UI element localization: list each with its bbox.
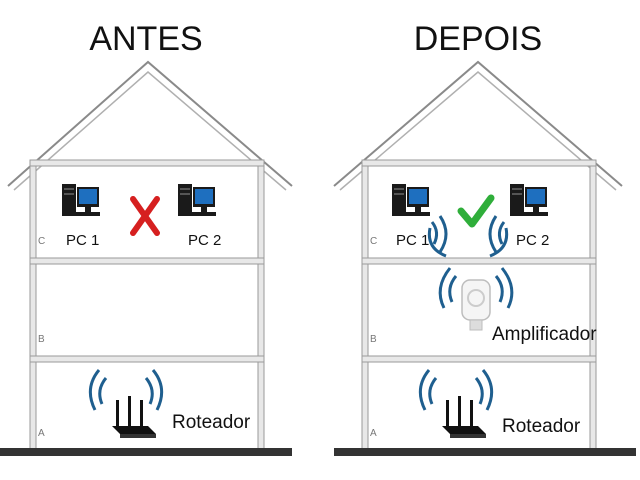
router-label-after: Roteador xyxy=(502,416,581,437)
house-before: ANTES C B A PC 1 PC 2 xyxy=(0,20,293,456)
ground-after xyxy=(334,448,636,456)
check-icon xyxy=(457,194,495,228)
roof-inner-before xyxy=(13,71,287,191)
slab-c-after xyxy=(361,257,597,265)
roof-inner-after xyxy=(339,71,617,191)
amplifier-label: Amplificador xyxy=(492,324,597,345)
router-label-before: Roteador xyxy=(172,412,251,433)
pc2-icon-after xyxy=(510,184,548,216)
ground-before xyxy=(0,448,292,456)
pc1-label-before: PC 1 xyxy=(66,232,99,249)
router-icon-before xyxy=(88,369,164,438)
floor-a-before: A xyxy=(38,428,45,439)
wall-left-before xyxy=(29,159,37,451)
pc2-icon-before xyxy=(178,184,216,216)
floor-b-before: B xyxy=(38,334,45,345)
wall-right-before xyxy=(257,159,265,451)
pc2-label-after: PC 2 xyxy=(516,232,549,249)
slab-b-after xyxy=(361,355,597,363)
slab-b-before xyxy=(29,355,265,363)
house-after: DEPOIS C B A PC 1 PC 2 xyxy=(333,20,636,456)
amplifier-icon xyxy=(438,267,514,331)
floor-b-after: B xyxy=(370,334,377,345)
floor-a-after: A xyxy=(370,428,377,439)
wall-right-after xyxy=(589,159,597,451)
slab-top-after xyxy=(361,159,597,167)
pc1-label-after: PC 1 xyxy=(396,232,429,249)
title-after: DEPOIS xyxy=(414,20,542,58)
title-before: ANTES xyxy=(89,20,202,58)
cross-icon xyxy=(130,196,160,236)
floor-c-before: C xyxy=(38,236,45,247)
roof-before xyxy=(7,60,293,187)
roof-after xyxy=(333,60,623,187)
slab-top-before xyxy=(29,159,265,167)
pc-signal-waves xyxy=(427,215,509,258)
floor-c-after: C xyxy=(370,236,377,247)
pc1-icon-before xyxy=(62,184,100,216)
slab-c-before xyxy=(29,257,265,265)
pc2-label-before: PC 2 xyxy=(188,232,221,249)
wall-left-after xyxy=(361,159,369,451)
pc1-icon-after xyxy=(392,184,430,216)
router-icon-after xyxy=(418,369,494,438)
